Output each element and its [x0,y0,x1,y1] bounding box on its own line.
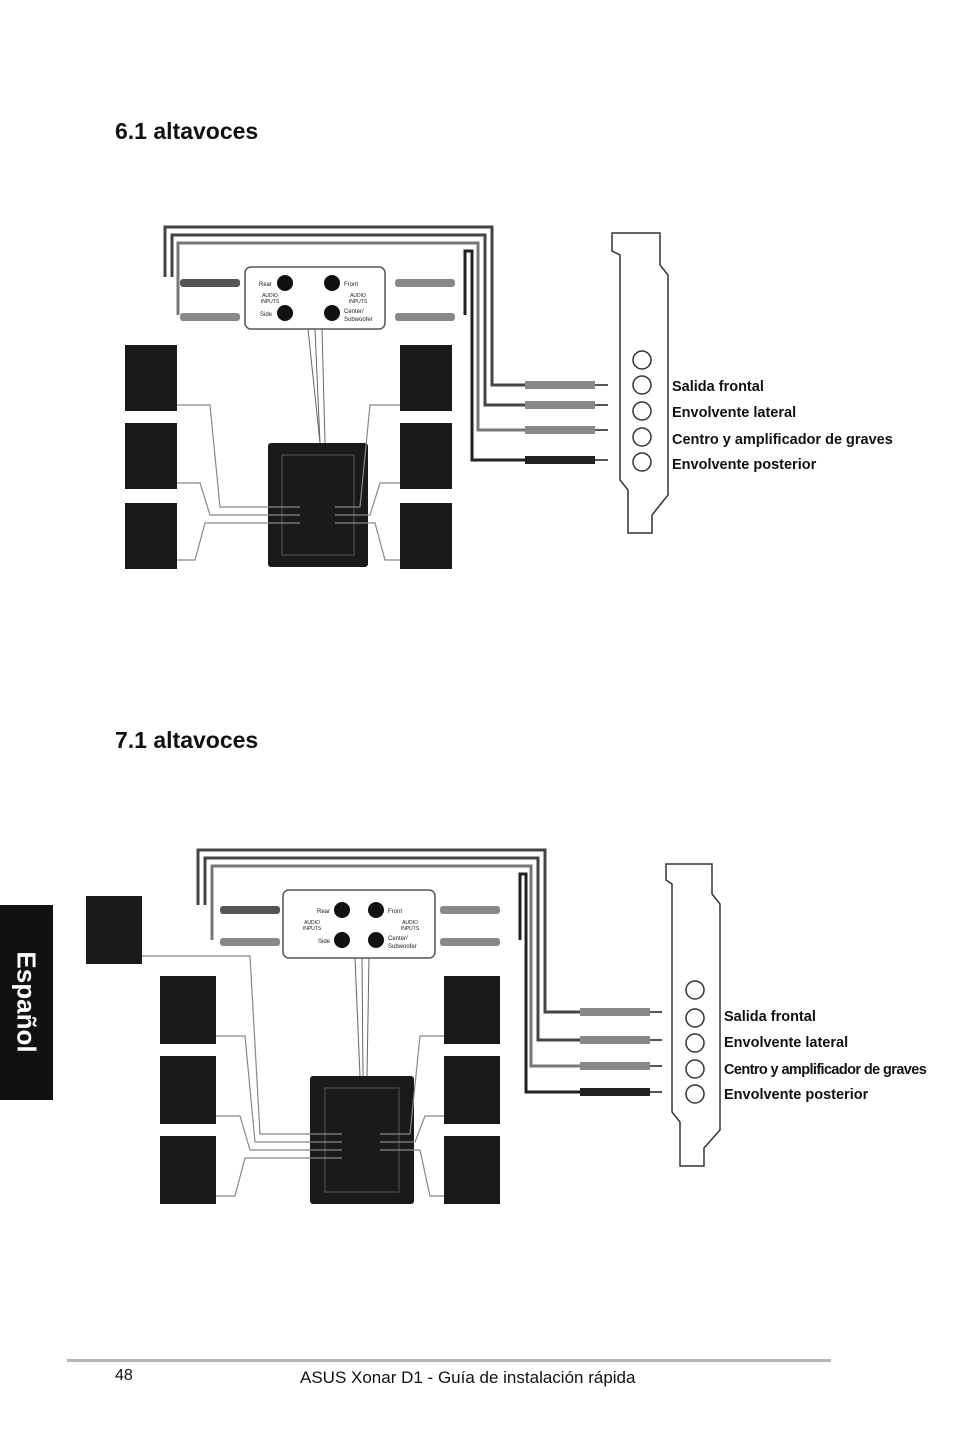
output-label-side: Envolvente lateral [672,405,796,421]
speakers-right [400,345,452,569]
label-audio-right: AUDIO [402,920,418,926]
footer-divider [67,1359,831,1362]
label-inputs-left: INPUTS [261,299,280,305]
label-audio-right: AUDIO [350,293,366,299]
label-front: Front [344,282,358,288]
speakers-left [160,976,216,1204]
subwoofer [310,1076,414,1204]
subwoofer [268,443,368,567]
output-label-rear: Envolvente posterior [672,457,817,473]
page-number: 48 [115,1367,133,1384]
label-inputs-right: INPUTS [349,299,368,305]
label-side: Side [260,312,273,318]
speaker-diagram-6-1: Rear Side Front Center/ Subwoofer AUDIO … [125,225,893,569]
language-label: Español [11,951,42,1053]
output-label-center: Centro y amplificador de graves [724,1062,927,1078]
section-title-6-1: 6.1 altavoces [115,118,259,144]
label-subwoofer: Subwoofer [344,317,373,323]
speaker-rear-single [86,896,142,964]
label-audio-left: AUDIO [304,920,320,926]
label-front: Front [388,909,402,915]
label-rear: Rear [259,282,272,288]
label-center: Center/ [344,309,364,315]
output-label-front: Salida frontal [672,379,764,395]
label-rear: Rear [317,909,330,915]
output-label-rear: Envolvente posterior [724,1087,869,1103]
speakers-left [125,345,177,569]
output-label-front: Salida frontal [724,1009,816,1025]
section-title-7-1: 7.1 altavoces [115,727,259,753]
footer-doc-title: ASUS Xonar D1 - Guía de instalación rápi… [300,1368,636,1387]
output-label-side: Envolvente lateral [724,1035,848,1051]
label-audio-left: AUDIO [262,293,278,299]
language-side-tab: Español [0,905,53,1100]
audio-input-panel: Rear Side Front Center/ Subwoofer AUDIO … [244,266,386,330]
label-center: Center/ [388,936,408,942]
speaker-diagram-7-1: Rear Side Front Center/ Subwoofer AUDIO … [86,848,927,1204]
label-side: Side [318,939,331,945]
label-subwoofer: Subwoofer [388,944,417,950]
output-label-center: Centro y amplificador de graves [672,432,893,448]
label-inputs-left: INPUTS [303,926,322,932]
speakers-right [444,976,500,1204]
audio-input-panel: Rear Side Front Center/ Subwoofer AUDIO … [282,889,436,959]
label-inputs-right: INPUTS [401,926,420,932]
